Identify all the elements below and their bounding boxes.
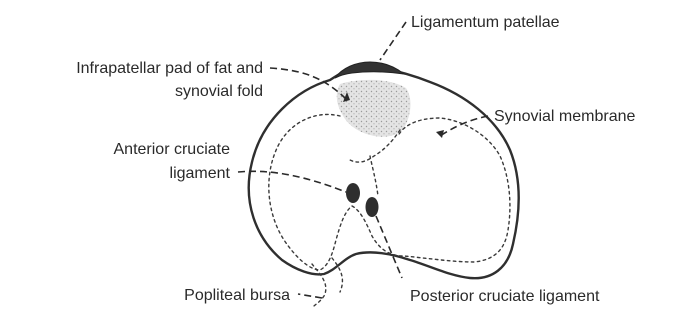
leader-popliteal-bursa [298, 294, 322, 298]
anterior-cruciate-ligament-shape [346, 183, 360, 203]
label-synovial-membrane: Synovial membrane [494, 108, 636, 125]
label-anterior-cruciate-line2: ligament [170, 165, 231, 182]
leader-ligamentum-patellae [380, 22, 406, 60]
label-popliteal-bursa: Popliteal bursa [184, 287, 290, 304]
label-posterior-cruciate: Posterior cruciate ligament [410, 288, 600, 305]
label-infrapatellar-line2: synovial fold [175, 83, 263, 100]
label-ligamentum-patellae: Ligamentum patellae [411, 14, 560, 31]
label-anterior-cruciate-line1: Anterior cruciate [114, 141, 231, 158]
posterior-cruciate-ligament-shape [366, 197, 379, 217]
label-infrapatellar-line1: Infrapatellar pad of fat and [76, 60, 263, 77]
